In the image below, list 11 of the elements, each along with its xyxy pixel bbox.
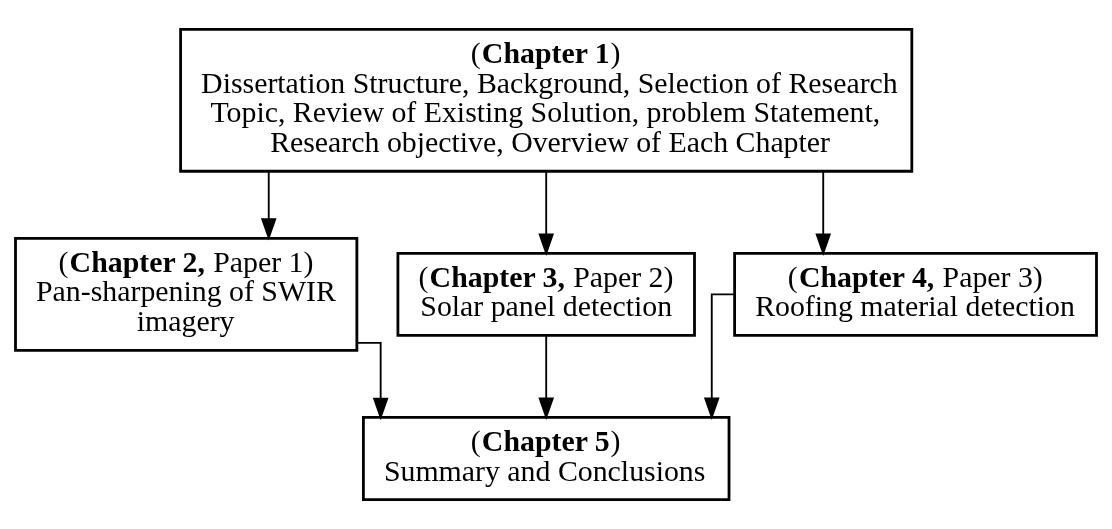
arrow — [703, 293, 736, 420]
node-box: (Chapter 4, Paper 3) Roofing material detection — [733, 251, 1098, 337]
arrow — [260, 170, 277, 241]
node-box: (Chapter 2, Paper 1) Pan-sharpening of SWIR imagery — [14, 237, 359, 352]
node-box: (Chapter 3, Paper 2) Solar panel detection — [396, 251, 696, 337]
node-box: (Chapter 1) Dissertation Structure, Background, Selection of Research Topic, Review of Existing Solution, problem Statement, Research objective, Overview of Each Chapter — [179, 28, 914, 173]
arrow — [356, 341, 389, 421]
arrow — [538, 334, 555, 420]
arrow — [538, 170, 555, 256]
node-box: (Chapter 5) Summary and Conclusions — [362, 416, 731, 501]
arrow — [815, 170, 832, 256]
